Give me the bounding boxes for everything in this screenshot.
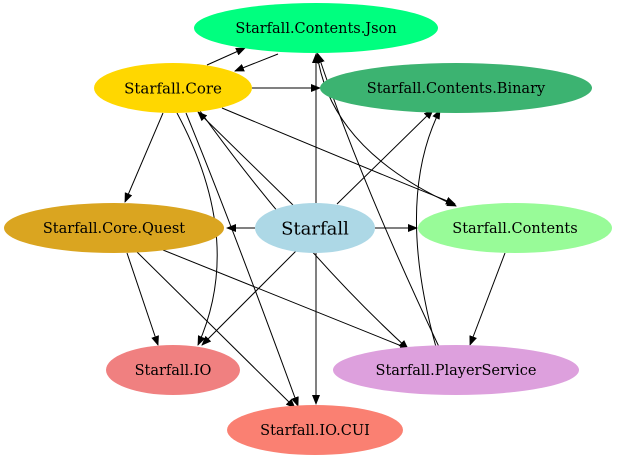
edge-player-to-binary — [416, 109, 441, 348]
edge-starfall-to-io — [201, 250, 297, 346]
edge-starfall-to-core — [197, 111, 294, 206]
node-label: Starfall.Contents.Json — [235, 21, 396, 37]
node-starfall: Starfall — [255, 203, 375, 253]
node-shape — [4, 203, 224, 253]
edge-core-to-cui — [185, 112, 299, 407]
node-label: Starfall — [281, 218, 349, 239]
node-label: Starfall.Contents.Binary — [367, 81, 546, 97]
node-label: Starfall.PlayerService — [376, 363, 537, 379]
node-core: Starfall.Core — [94, 63, 252, 113]
node-shape — [94, 63, 252, 113]
node-cui: Starfall.IO.CUI — [227, 405, 403, 455]
node-binary: Starfall.Contents.Binary — [320, 63, 592, 113]
node-shape — [106, 345, 240, 395]
edge-json-to-contents — [316, 52, 457, 207]
edge-core-to-quest — [124, 112, 164, 203]
node-label: Starfall.IO.CUI — [260, 423, 370, 439]
node-shape — [194, 3, 438, 53]
node-shape — [255, 203, 375, 253]
node-shape — [320, 63, 592, 113]
node-io: Starfall.IO — [106, 345, 240, 395]
node-json: Starfall.Contents.Json — [194, 3, 438, 53]
edge-quest-to-player — [162, 249, 410, 350]
node-shape — [333, 345, 579, 395]
node-label: Starfall.IO — [135, 363, 212, 379]
node-shape — [227, 405, 403, 455]
node-quest: Starfall.Core.Quest — [4, 203, 224, 253]
node-label: Starfall.Contents — [452, 221, 577, 237]
edge-quest-to-cui — [136, 251, 296, 409]
node-player: Starfall.PlayerService — [333, 345, 579, 395]
edge-core-to-json — [206, 47, 246, 66]
edge-starfall-to-binary — [336, 109, 434, 205]
node-shape — [418, 203, 612, 253]
node-label: Starfall.Core.Quest — [43, 221, 185, 237]
edge-quest-to-io — [126, 252, 159, 346]
edge-json-to-core — [234, 53, 279, 72]
node-label: Starfall.Core — [124, 79, 222, 97]
node-contents: Starfall.Contents — [418, 203, 612, 253]
edge-contents-to-player — [469, 252, 506, 346]
